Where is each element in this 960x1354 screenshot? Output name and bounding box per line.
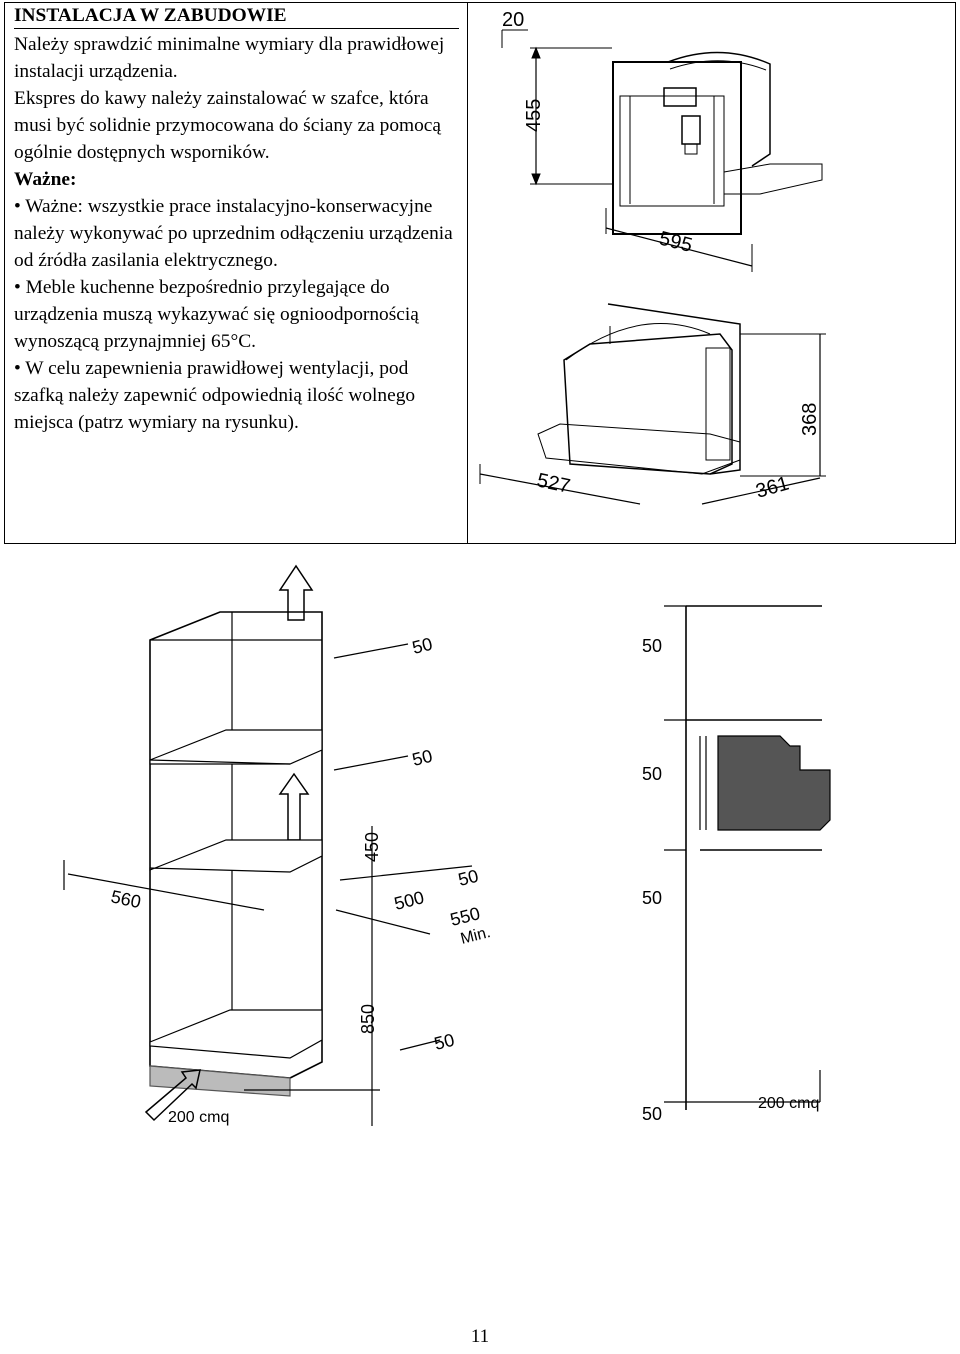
airflow-arrow-middle	[278, 772, 310, 841]
dim-595: 595	[657, 228, 695, 257]
oven-section	[717, 735, 831, 831]
dim-left-50-upper: 50	[410, 746, 434, 770]
intro-paragraph: Należy sprawdzić minimalne wymiary dla p…	[14, 34, 445, 82]
dim-right-200cmq: 200 cmq	[758, 1095, 819, 1112]
important-heading: Ważne:	[14, 169, 77, 190]
frame-front	[612, 61, 742, 235]
dim-368: 368	[799, 403, 821, 436]
dim-right-50-bottom: 50	[642, 1104, 662, 1124]
dim-left-850: 850	[358, 1004, 378, 1034]
airflow-arrow-top	[278, 564, 314, 621]
appliance-dimension-figure: 20 455 595 368 527 361	[479, 9, 826, 505]
page-number: 11	[470, 1326, 490, 1347]
dim-527: 527	[535, 469, 572, 497]
dim-left-min: Min.	[459, 924, 492, 948]
column-divider	[467, 3, 468, 543]
text-column: INSTALACJA W ZABUDOWIE Należy sprawdzić …	[4, 4, 464, 436]
bullet-ventilation: • W celu zapewnienia prawidłowej wentyla…	[14, 358, 416, 433]
bullet-fire-resistance: • Meble kuchenne bezpośrednio przylegają…	[14, 277, 419, 352]
dim-left-450: 450	[362, 832, 382, 862]
bullet-power: • Ważne: wszystkie prace instalacyjno-ko…	[14, 196, 453, 271]
dim-361: 361	[753, 472, 791, 502]
dim-right-50-middle: 50	[642, 764, 662, 784]
installation-section	[4, 2, 956, 544]
dim-left-560: 560	[109, 886, 143, 912]
frame-inner	[619, 95, 725, 207]
cabinet-ventilation-figure: 50 50 450 50 500 550 Min. 560 850 50 200…	[63, 564, 831, 1126]
dim-left-200cmq: 200 cmq	[168, 1109, 229, 1126]
dim-right-50-lower: 50	[642, 888, 662, 908]
airflow-arrow-bottom	[144, 1069, 201, 1122]
dim-20: 20	[502, 9, 524, 31]
dim-left-50-bottom: 50	[432, 1030, 456, 1054]
dim-right-50-top: 50	[642, 636, 662, 656]
section-title: INSTALACJA W ZABUDOWIE	[14, 4, 459, 29]
dim-left-50-top: 50	[410, 634, 434, 658]
dim-left-50-depth: 50	[456, 866, 480, 890]
cabinet-paragraph: Ekspres do kawy należy zainstalować w sz…	[14, 88, 442, 163]
dim-left-500: 500	[392, 887, 426, 914]
dim-455: 455	[523, 99, 545, 132]
